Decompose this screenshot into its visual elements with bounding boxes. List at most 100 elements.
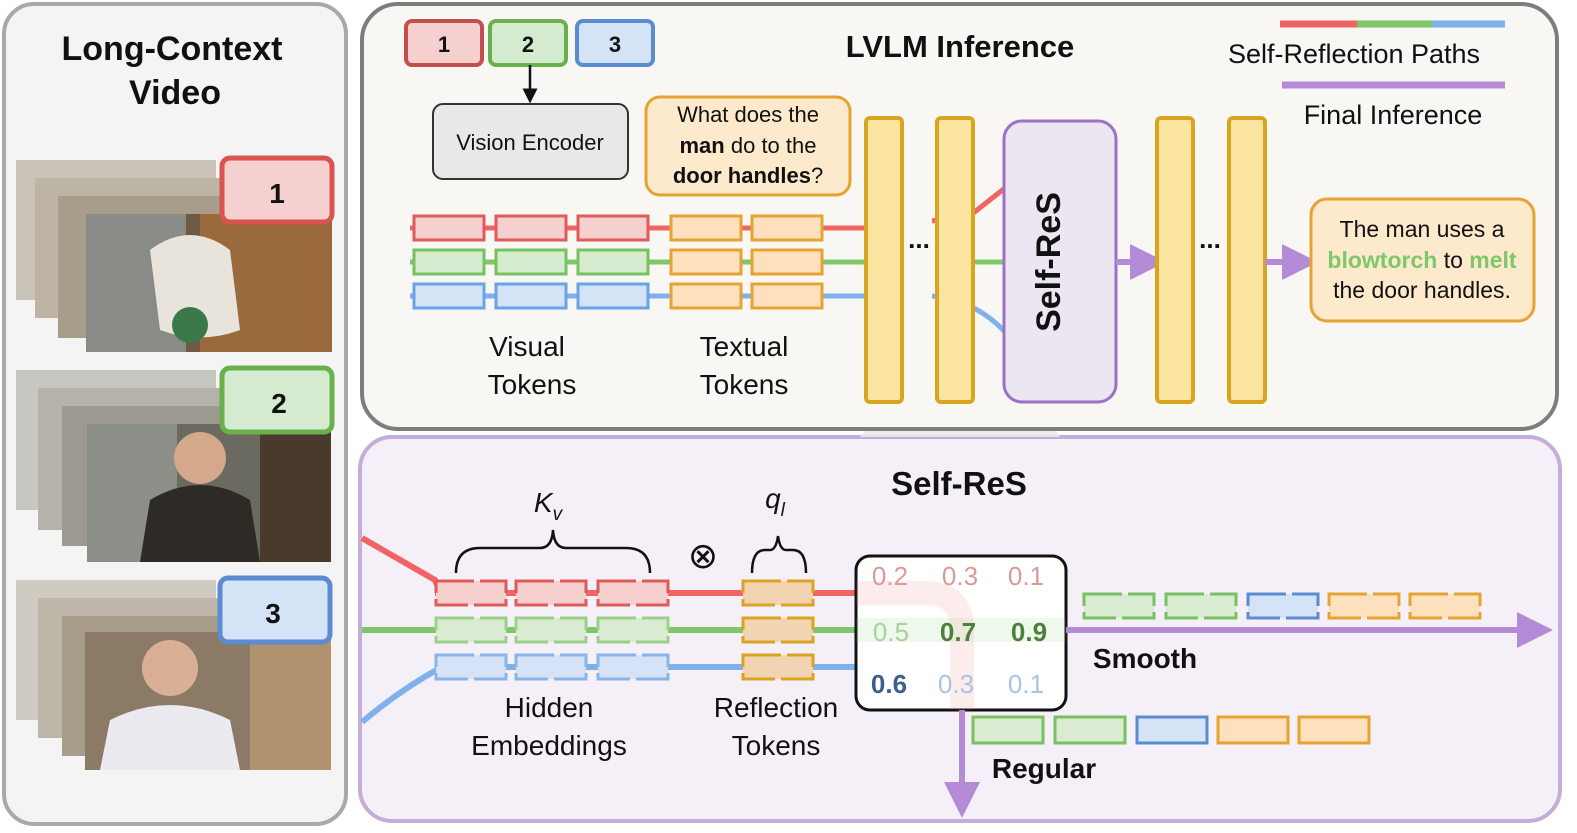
matrix-cell: 0.3 (942, 561, 978, 591)
textual-token (669, 214, 743, 242)
matrix-values: 0.2 0.3 0.1 0.5 0.7 0.9 0.6 0.3 0.1 (871, 561, 1047, 699)
regular-token-green (971, 715, 1045, 745)
clip-tag-2-text: 2 (522, 32, 534, 57)
selfres-panel-title: Self-ReS (891, 465, 1027, 502)
textual-token (750, 248, 824, 276)
clip-tag-1 (404, 19, 484, 67)
regular-tokens (971, 715, 1371, 745)
hidden-embeddings (434, 579, 670, 681)
ql-symbol: q (765, 483, 781, 514)
question-line-2: man do to the (680, 133, 817, 158)
visual-token-blue (412, 282, 486, 310)
legend: Self-Reflection Paths Final Inference (1228, 20, 1505, 130)
video-panel-title-2: Video (129, 74, 221, 112)
blue-path-in (360, 665, 442, 725)
clip-label-3-text: 3 (265, 598, 281, 629)
video-clip-2 (16, 370, 331, 562)
clip-label-2-text: 2 (271, 388, 287, 419)
question-keyword-man: man (680, 133, 725, 158)
visual-token-green (494, 248, 568, 276)
otimes-operator: ⊗ (688, 535, 718, 576)
smooth-label: Smooth (1093, 643, 1197, 674)
visual-token-blue (576, 282, 650, 310)
hidden-token-red (514, 579, 588, 607)
hidden-token-blue (434, 653, 508, 681)
clip-tag-3-text: 3 (609, 32, 621, 57)
regular-token-blue (1135, 715, 1209, 745)
legend-paths-label: Self-Reflection Paths (1228, 39, 1480, 69)
inference-title: LVLM Inference (846, 29, 1075, 64)
regular-token-green (1053, 715, 1127, 745)
kv-brace (454, 529, 652, 574)
textual-token (750, 282, 824, 310)
answer-line-2-mid: to (1437, 247, 1469, 273)
vision-encoder-label: Vision Encoder (456, 130, 604, 155)
vision-encoder (432, 103, 629, 180)
selfres-module-label: Self-ReS (1030, 192, 1068, 332)
reflection-tokens (741, 579, 815, 681)
answer-line-3: the door handles. (1333, 277, 1511, 303)
textual-token (750, 214, 824, 242)
transformer-layer-2 (935, 116, 975, 404)
hidden-token-green (434, 616, 508, 644)
question-line-1: What does the (677, 102, 819, 127)
regular-token-text (1216, 715, 1290, 745)
matrix-path-overlay (856, 581, 1066, 710)
matrix-cell: 0.6 (871, 669, 907, 699)
transformer-layer-4 (1227, 116, 1267, 404)
question-line-2-rest: do to the (725, 133, 817, 158)
video-clip-3 (16, 580, 331, 770)
legend-final-label: Final Inference (1304, 100, 1483, 130)
red-path-in (360, 535, 443, 594)
smooth-token-blue (1246, 592, 1320, 620)
hidden-token-blue (514, 653, 588, 681)
ql-subscript: l (781, 500, 786, 521)
hidden-token-green (514, 616, 588, 644)
visual-token-red (576, 214, 650, 242)
textual-token (669, 248, 743, 276)
smooth-token-text (1327, 592, 1401, 620)
hidden-token-green (596, 616, 670, 644)
kv-subscript: v (553, 504, 564, 525)
red-path-into-selfres (970, 186, 1007, 216)
matrix-cell: 0.3 (938, 669, 974, 699)
textual-token (669, 282, 743, 310)
visual-token-green (412, 248, 486, 276)
clip-tag-2 (488, 19, 568, 67)
answer-bubble (1309, 197, 1536, 323)
question-keyword-door-handles: door handles (673, 163, 811, 188)
clip-tag-3 (575, 19, 655, 67)
answer-keyword-blowtorch: blowtorch (1327, 247, 1437, 273)
matrix-cell: 0.7 (940, 617, 976, 647)
hidden-token-red (434, 579, 508, 607)
hidden-token-blue (596, 653, 670, 681)
matrix-cell: 0.1 (1008, 561, 1044, 591)
clip-label-2 (219, 365, 335, 435)
transformer-layer-1 (864, 116, 904, 404)
matrix-cell: 0.1 (1008, 669, 1044, 699)
reflection-token (741, 579, 815, 607)
smooth-token-green (1082, 592, 1156, 620)
visual-token-red (412, 214, 486, 242)
matrix-cell: 0.5 (873, 617, 909, 647)
textual-tokens-label: Textual (700, 331, 789, 362)
visual-tokens-label-2: Tokens (488, 369, 577, 400)
answer-keyword-melt: melt (1469, 247, 1517, 273)
textual-tokens-label-2: Tokens (700, 369, 789, 400)
reflection-tokens-label: Reflection (714, 692, 839, 723)
question-line-3: door handles? (673, 163, 823, 188)
smooth-token-text (1408, 592, 1482, 620)
kv-symbol: K (534, 487, 554, 518)
regular-label: Regular (992, 753, 1096, 784)
visual-tokens (412, 214, 650, 310)
clip-label-1-text: 1 (269, 178, 285, 209)
ql-brace (750, 535, 808, 574)
question-bubble (644, 95, 852, 197)
ql-label: ql (765, 483, 786, 521)
reflection-tokens-label-2: Tokens (732, 730, 821, 761)
visual-token-green (576, 248, 650, 276)
hidden-token-red (596, 579, 670, 607)
question-line-3-rest: ? (811, 163, 823, 188)
textual-tokens (669, 214, 824, 310)
